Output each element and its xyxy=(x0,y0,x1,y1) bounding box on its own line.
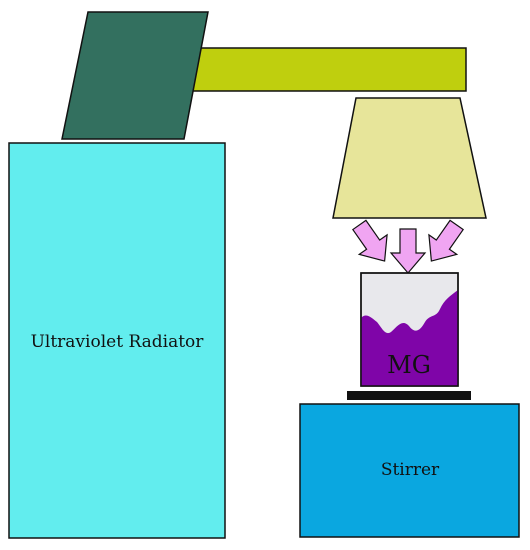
lamp-mount xyxy=(61,11,209,140)
beaker-icon: MG xyxy=(360,272,459,387)
ultraviolet-radiator-body xyxy=(8,142,226,539)
methyl-green-liquid xyxy=(361,290,458,386)
stirrer-body xyxy=(299,403,520,538)
lamp-arm xyxy=(169,47,467,92)
uv-lamp-head xyxy=(332,97,487,219)
ultraviolet-radiator-label: Ultraviolet Radiator xyxy=(31,332,205,352)
uv-rays-icon xyxy=(351,219,465,274)
beaker-outline xyxy=(360,272,459,387)
stirrer-label: Stirrer xyxy=(381,460,440,480)
uv-ray-arrow-right xyxy=(428,219,465,262)
uv-ray-arrow-left xyxy=(351,219,388,262)
stirrer-plate xyxy=(347,391,471,400)
sample-label: MG xyxy=(387,351,431,379)
uv-ray-arrow-center xyxy=(389,228,427,274)
